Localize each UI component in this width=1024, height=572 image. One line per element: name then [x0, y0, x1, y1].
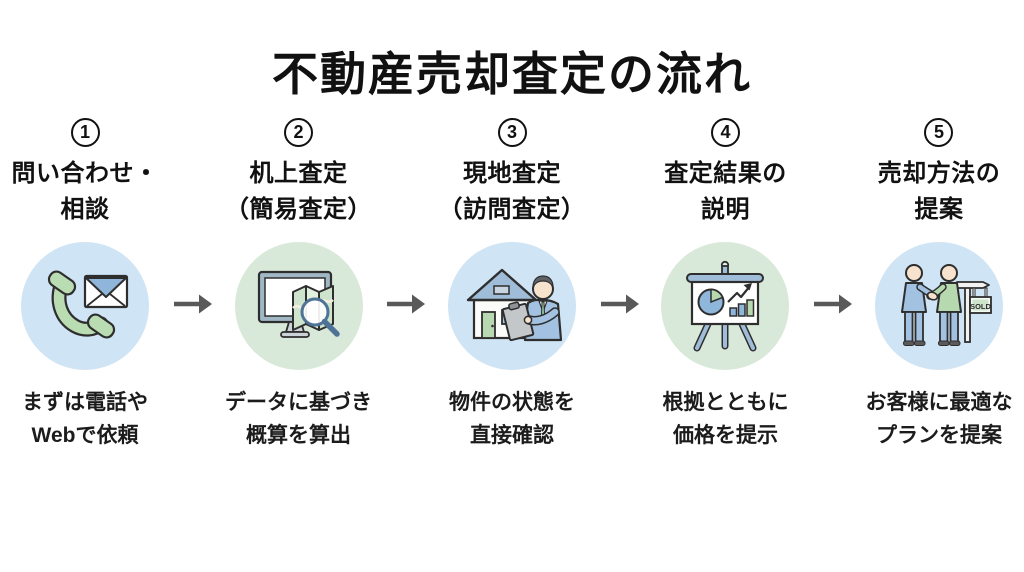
phone-email-icon [21, 242, 150, 370]
step-description: 根拠とともに 価格を提示 [662, 391, 789, 447]
step-number: 5 [933, 122, 944, 142]
flow-arrow-icon [170, 293, 213, 315]
step-description: お客様に最適な プランを提案 [865, 391, 1013, 447]
step-title: 問い合わせ・ 相談 [11, 160, 159, 223]
step-column-1: 1 問い合わせ・ 相談 まずは電話 [0, 118, 170, 452]
step-number: 2 [293, 122, 304, 142]
step-title: 査定結果の 説明 [664, 160, 787, 223]
step-column-4: 4 査定結果の 説明 [640, 118, 810, 452]
step-number-badge: 3 [497, 118, 527, 147]
step-number-badge: 4 [710, 118, 740, 147]
step-number: 1 [80, 122, 91, 142]
sold-sign-label: SOLD [970, 302, 991, 311]
presentation-chart-icon [661, 242, 790, 370]
flow-arrow-icon [384, 293, 427, 315]
house-agent-icon [448, 242, 576, 370]
presentation-chart-icon-svg [686, 260, 765, 352]
step-title: 現地査定 （訪問査定） [438, 160, 586, 223]
flow-arrow-icon [597, 293, 640, 315]
step-description: 物件の状態を 直接確認 [449, 391, 575, 447]
flow-row: 1 問い合わせ・ 相談 まずは電話 [0, 118, 1024, 452]
step-number: 3 [506, 122, 517, 142]
house-agent-icon-svg [466, 268, 563, 342]
step-number-badge: 1 [70, 118, 100, 147]
desktop-map-magnifier-icon [234, 242, 363, 370]
step-description: データに基づき 概算を算出 [225, 391, 373, 447]
handshake-sold-icon-svg: SOLD [900, 264, 992, 346]
step-description: まずは電話や Webで依頼 [22, 391, 149, 447]
step-number-badge: 5 [924, 118, 954, 147]
step-title: 売却方法の 提案 [877, 160, 1001, 223]
step-column-5: 5 売却方法の 提案 SOLD [854, 118, 1024, 452]
flow-arrow-icon [810, 293, 853, 315]
step-number: 4 [720, 122, 731, 142]
page-title: 不動産売却査定の流れ [272, 48, 752, 100]
desktop-map-magnifier-icon-svg [257, 270, 340, 338]
phone-email-icon-svg [47, 270, 129, 339]
step-number-badge: 2 [284, 118, 314, 147]
handshake-sold-icon: SOLD [874, 242, 1003, 370]
step-title: 机上査定 （簡易査定） [225, 160, 373, 223]
step-column-3: 3 現地査定 （訪問査定） [427, 118, 597, 452]
step-column-2: 2 机上査定 （簡易査定） [214, 118, 384, 452]
